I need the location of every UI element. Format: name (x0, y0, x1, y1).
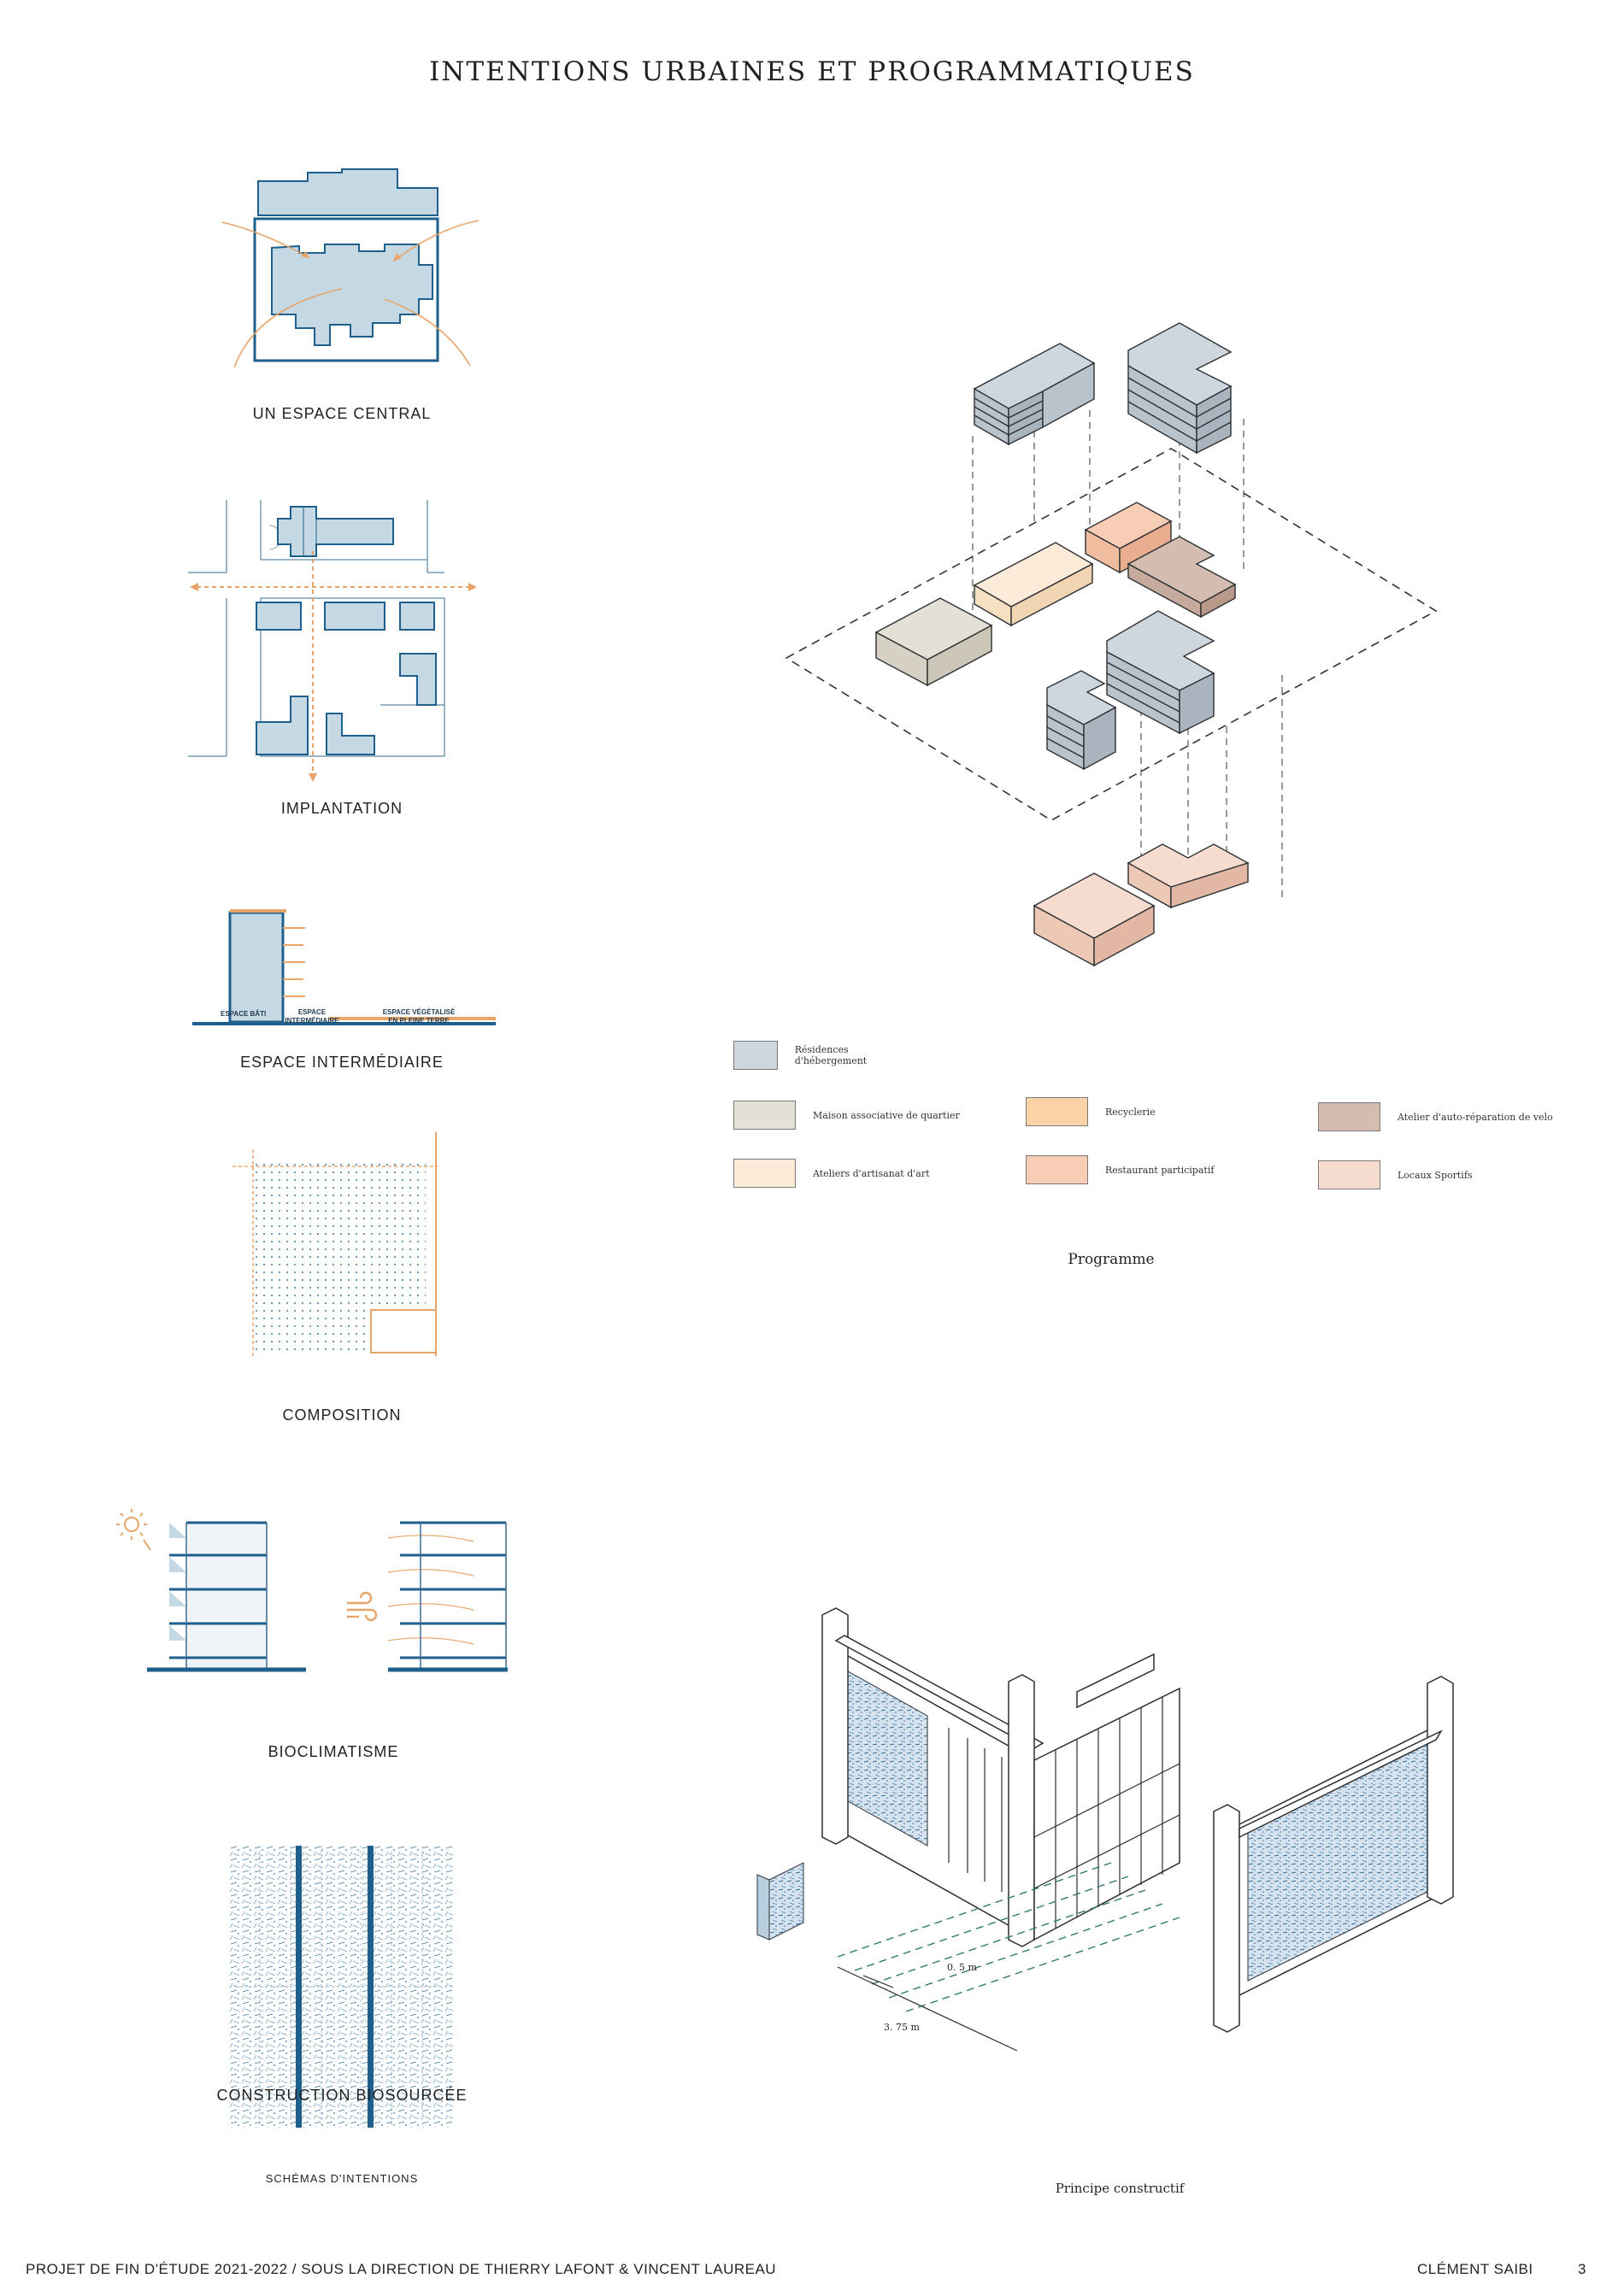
implantation-diagram (188, 500, 477, 782)
caption-principe-constructif: Principe constructif (1055, 2181, 1185, 2196)
central-space-diagram (221, 168, 480, 368)
page-title: INTENTIONS URBAINES ET PROGRAMMATIQUES (429, 56, 1195, 87)
sun-icon (116, 1509, 151, 1551)
legend-item-locaux-sportifs: Locaux Sportifs (1318, 1160, 1592, 1189)
legend-swatch (733, 1159, 796, 1188)
legend-item-maison-associative: Maison associative de quartier (733, 1101, 1058, 1130)
wind-icon (347, 1591, 378, 1622)
legend-swatch (733, 1041, 778, 1070)
biosourced-construction-diagram (229, 1846, 453, 2128)
legend-swatch (1318, 1160, 1380, 1189)
legend-swatch (1318, 1102, 1380, 1131)
construction-principle-diagram (756, 1607, 1454, 2052)
bioclimatism-diagram (116, 1509, 508, 1672)
caption-programme: Programme (1068, 1251, 1155, 1268)
legend-item-restaurant: Restaurant participatif (1026, 1155, 1282, 1184)
legend-item-recyclerie: Recyclerie (1026, 1097, 1282, 1126)
legend-swatch (1026, 1097, 1088, 1126)
footer-page-number: 3 (1578, 2261, 1586, 2277)
legend-item-atelier-velo: Atelier d'auto-réparation de velo (1318, 1102, 1592, 1131)
caption-biosourcee: CONSTRUCTION BIOSOURCÉE (216, 2087, 468, 2104)
footer-project: PROJET DE FIN D'ÉTUDE 2021-2022 / SOUS L… (26, 2261, 777, 2277)
dimension-large: 3. 75 m (884, 2022, 920, 2033)
legend-swatch (1026, 1155, 1088, 1184)
caption-intermediaire: ESPACE INTERMÉDIAIRE (240, 1054, 444, 1071)
footer-author: CLÉMENT SAIBI (1417, 2261, 1533, 2277)
legend-swatch (733, 1101, 796, 1130)
programme-axonometric-diagram (785, 322, 1438, 967)
caption-implantation: IMPLANTATION (280, 800, 403, 817)
legend-item-ateliers-artisanat: Ateliers d'artisanat d'art (733, 1159, 1058, 1188)
legend-item-residences: Résidences d'hébergement (733, 1041, 885, 1070)
dimension-small: 0. 5 m (947, 1962, 977, 1973)
caption-central: UN ESPACE CENTRAL (252, 405, 432, 422)
caption-composition: COMPOSITION (282, 1406, 402, 1424)
caption-schemas-intentions: SCHÉMAS D'INTENTIONS (265, 2172, 419, 2185)
composition-grid-diagram (232, 1132, 438, 1356)
label-espace-bati: ESPACE BÂTI (221, 1010, 267, 1018)
intermediate-space-diagram (192, 909, 496, 1025)
caption-bioclimatisme: BIOCLIMATISME (268, 1743, 399, 1760)
